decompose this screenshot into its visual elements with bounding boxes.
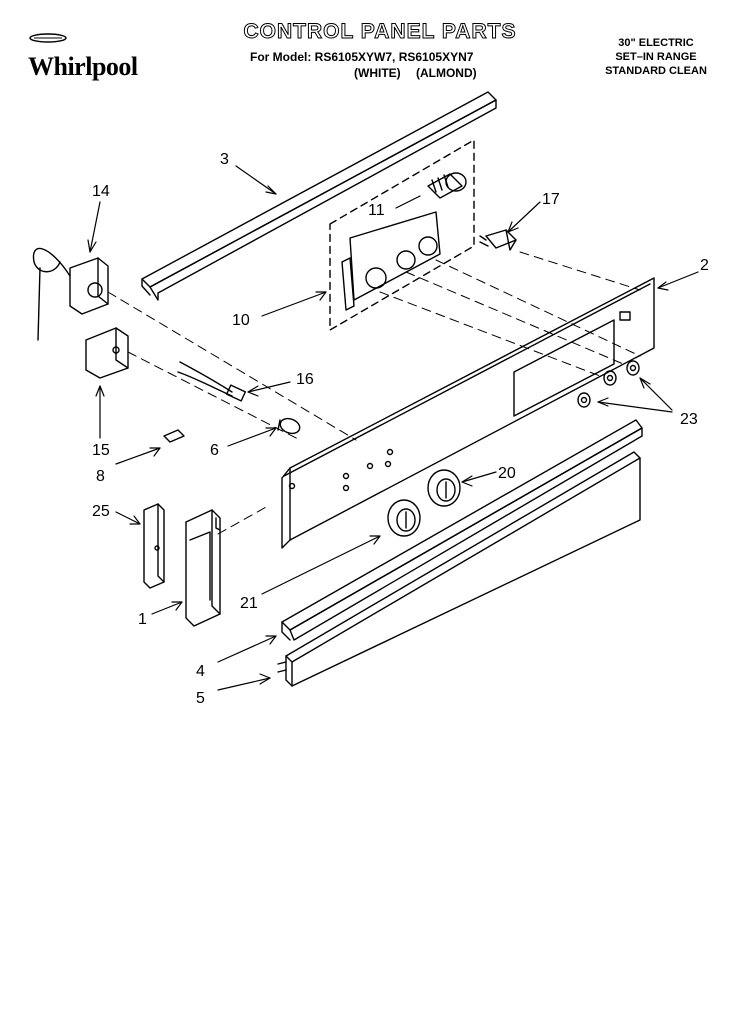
page-title: CONTROL PANEL PARTS bbox=[243, 20, 517, 44]
callout-20: 20 bbox=[498, 465, 516, 482]
part-21-knob bbox=[387, 499, 421, 537]
callout-17: 17 bbox=[542, 191, 560, 208]
callout-15: 15 bbox=[92, 442, 110, 459]
part-2-control-panel bbox=[281, 277, 655, 549]
part-3-top-trim bbox=[141, 91, 497, 301]
callout-16: 16 bbox=[296, 371, 314, 388]
callout-8: 8 bbox=[96, 468, 105, 485]
seal-icon bbox=[29, 33, 67, 43]
color-line: (WHITE) (ALMOND) bbox=[354, 66, 477, 80]
part-16-wire-harness bbox=[177, 361, 247, 402]
part-8-clip bbox=[163, 429, 185, 443]
callout-25: 25 bbox=[92, 503, 110, 520]
callout-3: 3 bbox=[220, 151, 229, 168]
callout-4: 4 bbox=[196, 663, 205, 680]
logo-text: Whirlpool bbox=[28, 52, 138, 81]
part-17-plug bbox=[479, 229, 517, 251]
part-20-knob bbox=[427, 469, 461, 507]
part-14-thermostat bbox=[32, 247, 109, 341]
spec-line-2: SET–IN RANGE bbox=[615, 51, 697, 63]
leader-lines bbox=[87, 165, 699, 691]
model-line: For Model: RS6105XYW7, RS6105XYN7 bbox=[250, 50, 474, 64]
part-6-bulb bbox=[277, 417, 301, 435]
callout-23: 23 bbox=[680, 411, 698, 428]
callout-14: 14 bbox=[92, 183, 110, 200]
assembly-lines bbox=[107, 251, 641, 535]
callout-11: 11 bbox=[368, 202, 385, 219]
part-1-end-cap bbox=[185, 509, 221, 627]
callout-1: 1 bbox=[138, 611, 147, 628]
part-5-bottom-trim bbox=[277, 451, 641, 687]
whirlpool-logo: Whirlpool bbox=[28, 30, 138, 82]
part-23-nuts bbox=[577, 360, 640, 408]
spec-line-1: 30" ELECTRIC bbox=[618, 37, 694, 49]
callout-6: 6 bbox=[210, 442, 219, 459]
spec-line-3: STANDARD CLEAN bbox=[605, 65, 707, 77]
callout-5: 5 bbox=[196, 690, 205, 707]
callout-2: 2 bbox=[700, 257, 709, 274]
part-15-switch bbox=[85, 327, 129, 379]
callout-labels: 3 14 11 17 2 10 16 15 6 8 23 20 25 1 21 … bbox=[92, 151, 709, 707]
callout-10: 10 bbox=[232, 312, 250, 329]
product-spec: 30" ELECTRIC SET–IN RANGE STANDARD CLEAN bbox=[596, 36, 716, 78]
part-10-control-housing bbox=[329, 139, 475, 331]
callout-21: 21 bbox=[240, 595, 258, 612]
part-25-bracket bbox=[143, 503, 165, 589]
part-4-lower-trim bbox=[281, 419, 643, 641]
part-11-knob-shaft bbox=[427, 172, 467, 199]
